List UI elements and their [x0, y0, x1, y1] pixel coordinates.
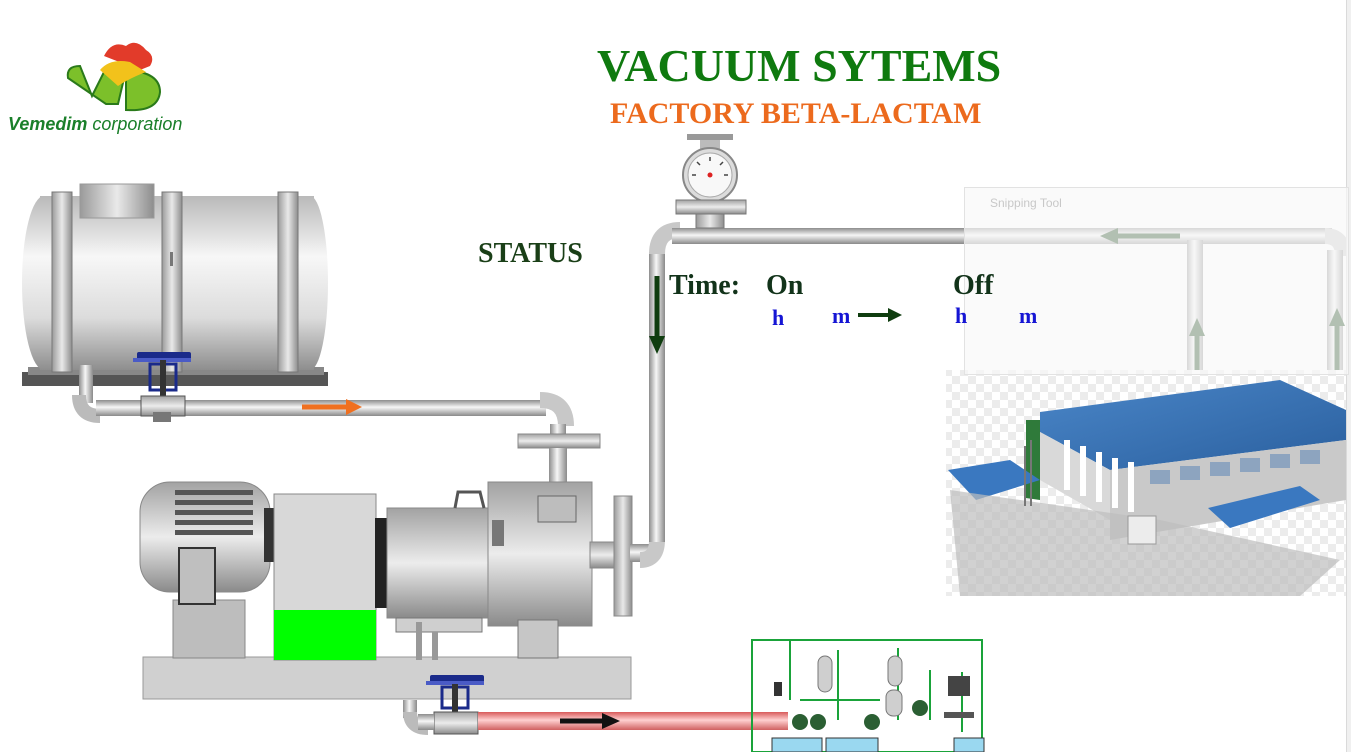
off-hours-unit: h [955, 303, 968, 328]
outlet-pipe [403, 700, 788, 735]
motor-run-indicator [274, 610, 376, 660]
valve-icon[interactable] [426, 675, 484, 735]
arrow-icon [858, 308, 902, 322]
brand-name-bold: Vemedim [8, 114, 88, 134]
on-hours-unit: h [772, 305, 785, 330]
on-label: On [766, 270, 804, 301]
time-label: Time: [669, 270, 741, 301]
storage-tank [22, 183, 328, 386]
scrollbar[interactable] [1346, 0, 1351, 752]
off-minutes-unit: m [1019, 303, 1038, 328]
logo [66, 42, 162, 112]
factory-building [946, 370, 1346, 596]
on-minutes-unit: m [832, 303, 851, 328]
arrow-icon [302, 399, 362, 415]
pump-station-schematic [751, 639, 985, 752]
brand-name-rest: corporation [87, 114, 183, 134]
snipping-tool-window[interactable] [964, 187, 1349, 375]
valve-icon[interactable] [133, 352, 191, 422]
arrow-icon [649, 276, 665, 354]
page-subtitle: FACTORY BETA-LACTAM [610, 97, 982, 130]
snipping-tool-title: Snipping Tool [990, 196, 1062, 210]
arrow-icon [560, 713, 620, 729]
status-label: STATUS [478, 238, 583, 269]
off-label: Off [953, 270, 994, 301]
brand-name: Vemedim corporation [8, 114, 182, 135]
vacuum-pump-unit [139, 481, 633, 700]
gauge-icon[interactable] [675, 134, 747, 229]
page-title: VACUUM SYTEMS [597, 40, 1002, 91]
